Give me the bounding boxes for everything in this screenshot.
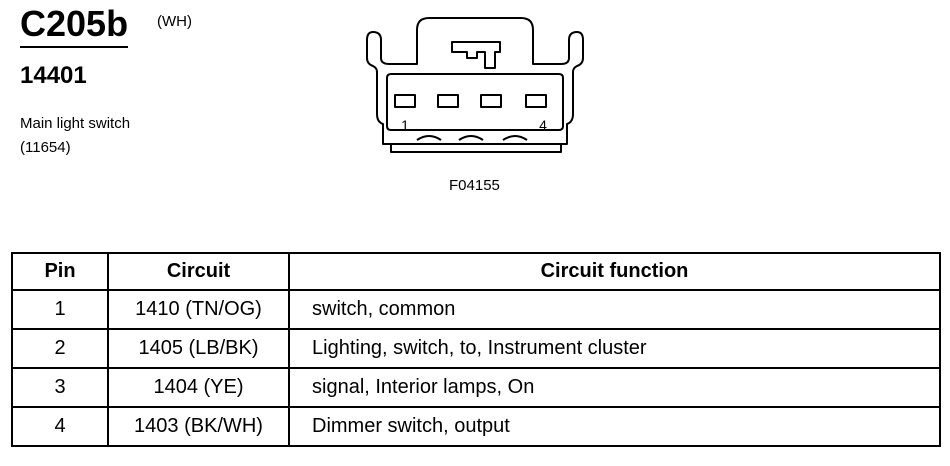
description-line-1: Main light switch [20,115,131,132]
description-line-2: (11654) [20,139,71,156]
circuit-cell: 1403 (BK/WH) [107,406,290,447]
header-pin: Pin [11,252,109,291]
function-cell: signal, Interior lamps, On [288,367,941,408]
header-function: Circuit function [288,252,941,291]
pin-cell: 2 [11,328,109,369]
connector-id-underline [20,46,128,48]
polarization-key [451,41,501,69]
connector-id: C205b [20,3,129,44]
table-header-row: Pin Circuit Circuit function [11,252,941,291]
table-row: 2 1405 (LB/BK) Lighting, switch, to, Ins… [11,328,941,369]
bottom-lock-ridge [390,144,562,153]
circuit-cell: 1405 (LB/BK) [107,328,290,369]
table-row: 1 1410 (TN/OG) switch, common [11,289,941,330]
pin-cavity-3 [480,94,502,108]
pin-label-right: 4 [539,117,547,133]
function-cell: Lighting, switch, to, Instrument cluster [288,328,941,369]
connector-outline [366,17,584,145]
pin-cavity-2 [437,94,459,108]
connector-face-drawing: 1 4 [366,17,584,153]
connector-color: (WH) [157,13,192,30]
figure-code: F04155 [449,177,500,194]
pin-cell: 1 [11,289,109,330]
function-cell: switch, common [288,289,941,330]
pinout-table: Pin Circuit Circuit function 1 1410 (TN/… [11,252,941,447]
part-number: 14401 [20,62,87,89]
pin-cell: 3 [11,367,109,408]
table-row: 3 1404 (YE) signal, Interior lamps, On [11,367,941,408]
circuit-cell: 1404 (YE) [107,367,290,408]
pin-cell: 4 [11,406,109,447]
header-circuit: Circuit [107,252,290,291]
pin-cavity-4 [525,94,547,108]
pin-cavity-1 [394,94,416,108]
function-cell: Dimmer switch, output [288,406,941,447]
pin-label-left: 1 [401,117,409,133]
table-row: 4 1403 (BK/WH) Dimmer switch, output [11,406,941,447]
circuit-cell: 1410 (TN/OG) [107,289,290,330]
connector-inner-face [386,73,564,131]
